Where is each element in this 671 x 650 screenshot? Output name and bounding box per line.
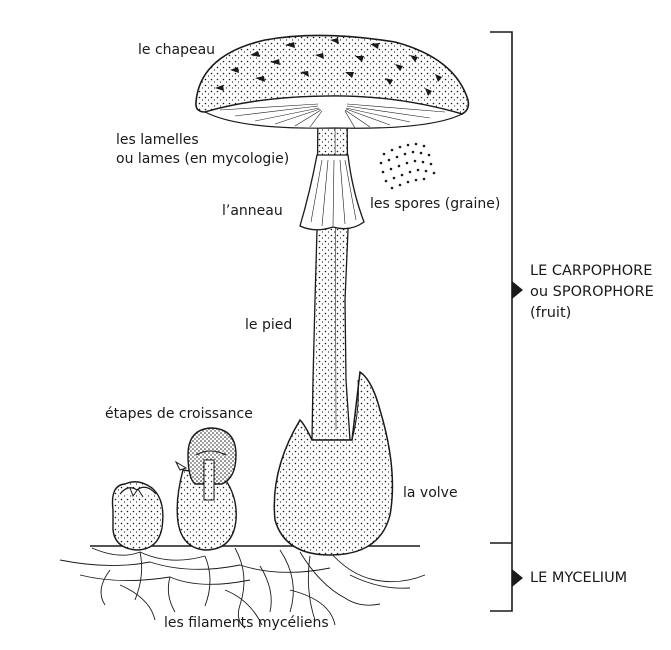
label-pied: le pied <box>245 316 292 335</box>
spores <box>380 143 436 190</box>
mycelium-arrow <box>512 569 523 587</box>
label-spores: les spores (graine) <box>370 195 500 214</box>
carpophore-bracket <box>490 32 512 543</box>
label-croissance: étapes de croissance <box>105 405 253 424</box>
label-carpophore-line1: LE CARPOPHORE <box>530 261 652 282</box>
label-carpophore-line2: ou SPOROPHORE <box>530 282 654 303</box>
ring <box>300 155 364 230</box>
label-chapeau: le chapeau <box>138 41 215 60</box>
growth-stage-egg <box>113 482 163 550</box>
label-carpophore-line3: (fruit) <box>530 303 571 324</box>
label-anneau: l’anneau <box>222 202 283 221</box>
label-lamelles-line1: les lamelles <box>116 131 199 150</box>
label-filaments: les filaments mycéliens <box>164 614 329 633</box>
stem <box>312 102 350 440</box>
label-volve: la volve <box>403 484 458 503</box>
label-mycelium: LE MYCELIUM <box>530 568 627 589</box>
mycelium-bracket <box>490 543 512 611</box>
growth-stage-emerging <box>176 428 236 550</box>
carpophore-arrow <box>512 281 523 299</box>
label-lamelles-line2: ou lames (en mycologie) <box>116 150 289 169</box>
